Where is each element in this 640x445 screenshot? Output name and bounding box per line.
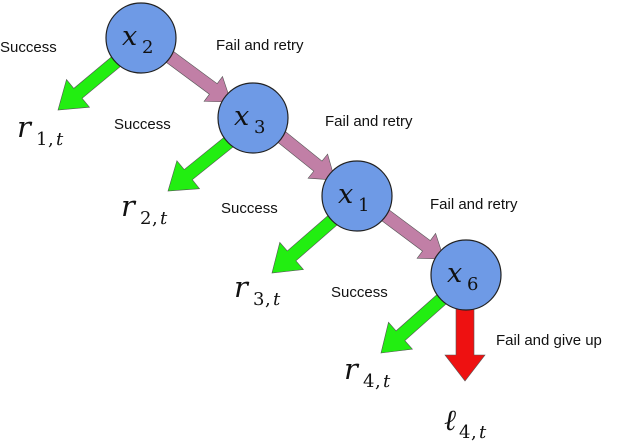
label-retry-1: Fail and retry <box>216 37 304 54</box>
node-x1-var: x <box>338 179 353 210</box>
retry-arrow-2 <box>273 128 336 181</box>
node-x3-var: x <box>234 101 249 132</box>
node-x3-circle <box>217 82 289 154</box>
node-x1: x 1 <box>321 160 393 232</box>
label-retry-3: Fail and retry <box>430 196 518 213</box>
node-x2-var: x <box>122 21 137 52</box>
outcome-r1t: r 1 , t <box>17 110 64 150</box>
outcome-r1t-t: t <box>56 129 64 150</box>
outcome-r2t-comma: , <box>152 208 158 229</box>
label-success-1: Success <box>0 39 57 56</box>
outcome-r3t: r 3 , t <box>234 270 281 310</box>
outcome-r3t-var: r <box>234 270 250 304</box>
outcome-r4t: r 4 , t <box>344 352 391 392</box>
node-x2-sub: 2 <box>142 37 153 58</box>
retry-arrow-1 <box>161 48 232 103</box>
outcome-r2t-var: r <box>121 189 137 223</box>
giveup-arrow <box>444 306 486 382</box>
outcome-r1t-comma: , <box>48 129 54 150</box>
label-giveup: Fail and give up <box>496 332 602 349</box>
success-arrow-4 <box>380 292 448 354</box>
outcome-l4t-t: t <box>479 422 487 443</box>
arrows-layer <box>57 48 486 382</box>
node-x6-circle <box>430 239 502 311</box>
node-x3: x 3 <box>217 82 289 154</box>
outcome-r4t-var: r <box>344 352 360 386</box>
label-success-4: Success <box>331 284 388 301</box>
node-x2: x 2 <box>105 2 177 74</box>
label-retry-2: Fail and retry <box>325 113 413 130</box>
outcome-l4t-sub: 4 <box>459 422 470 443</box>
outcome-l4t-var: ℓ <box>444 403 456 437</box>
node-x6: x 6 <box>430 239 502 311</box>
node-x3-sub: 3 <box>254 117 265 138</box>
success-arrow-3 <box>271 213 339 274</box>
node-x2-circle <box>105 2 177 74</box>
node-x6-var: x <box>447 258 462 289</box>
success-arrow-1 <box>57 54 123 111</box>
label-success-2: Success <box>114 116 171 133</box>
outcome-l4t: ℓ 4 , t <box>444 403 487 443</box>
node-x1-circle <box>321 160 393 232</box>
success-arrow-2 <box>167 135 235 192</box>
outcome-r4t-t: t <box>383 371 391 392</box>
outcome-r3t-comma: , <box>265 289 271 310</box>
outcome-r1t-var: r <box>17 110 33 144</box>
outcome-r2t-t: t <box>160 208 168 229</box>
outcome-r3t-t: t <box>273 289 281 310</box>
outcome-r4t-comma: , <box>375 371 381 392</box>
node-x6-sub: 6 <box>467 274 478 295</box>
outcome-l4t-comma: , <box>471 422 477 443</box>
outcome-r1t-sub: 1 <box>36 129 47 150</box>
outcome-r2t-sub: 2 <box>140 208 151 229</box>
retry-arrow-3 <box>376 206 445 260</box>
outcome-r3t-sub: 3 <box>253 289 264 310</box>
outcome-r4t-sub: 4 <box>363 371 374 392</box>
outcome-r2t: r 2 , t <box>121 189 168 229</box>
label-success-3: Success <box>221 200 278 217</box>
node-x1-sub: 1 <box>358 195 369 216</box>
